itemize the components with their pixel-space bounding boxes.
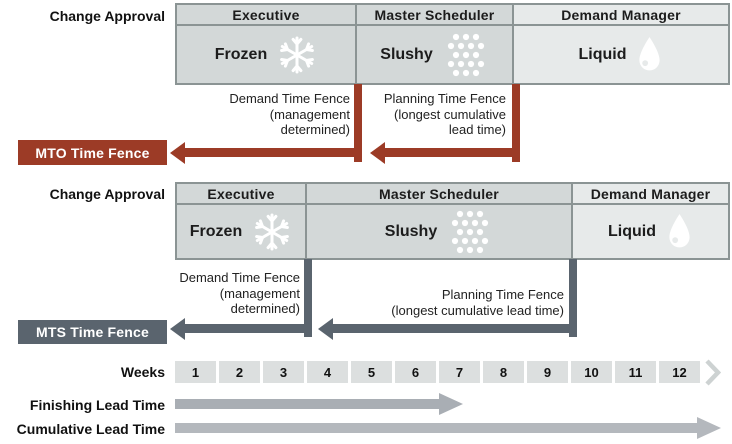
annotation-line: (management bbox=[269, 106, 350, 122]
mto-header-demand-manager: Demand Manager bbox=[512, 3, 730, 26]
mts-header-demand-manager: Demand Manager bbox=[571, 182, 730, 205]
weeks-label: Weeks bbox=[120, 364, 165, 380]
mto-header-executive: Executive bbox=[175, 3, 357, 26]
snowflake-icon bbox=[280, 36, 315, 73]
annotation-line: determined) bbox=[230, 301, 300, 316]
mts-zone-slushy-label: Slushy bbox=[384, 222, 438, 240]
cumulative-lead-time-label: Cumulative Lead Time bbox=[16, 421, 165, 437]
mts-planning-fence-line bbox=[569, 259, 577, 337]
mts-demand-fence-line bbox=[304, 259, 312, 337]
week-cell: 12 bbox=[659, 361, 700, 383]
cumulative-lead-time-arrow bbox=[175, 423, 697, 433]
mto-planning-fence-line bbox=[512, 84, 520, 162]
mto-zone-slushy-label: Slushy bbox=[380, 45, 433, 63]
mts-planning-fence-arrowhead-icon bbox=[318, 318, 333, 340]
mto-header-master-scheduler-label: Master Scheduler bbox=[374, 6, 495, 23]
mts-change-approval-label: Change Approval bbox=[49, 186, 165, 202]
mts-planning-fence-annotation: Planning Time Fence (longest cumulative … bbox=[264, 287, 564, 318]
mts-time-fence-label: MTS Time Fence bbox=[35, 324, 150, 340]
finishing-lead-time-arrowhead-icon bbox=[439, 393, 463, 415]
mts-demand-fence-annotation: Demand Time Fence (management determined… bbox=[100, 270, 300, 317]
mto-time-fence-badge: MTO Time Fence bbox=[18, 140, 167, 165]
annotation-line: (longest cumulative lead time) bbox=[391, 302, 564, 318]
week-cell: 7 bbox=[439, 361, 480, 383]
mts-header-master-scheduler-label: Master Scheduler bbox=[379, 185, 499, 202]
week-cell: 8 bbox=[483, 361, 524, 383]
chevron-right-icon bbox=[705, 359, 721, 386]
mts-zone-slushy: Slushy bbox=[305, 203, 573, 260]
week-cell: 3 bbox=[263, 361, 304, 383]
mts-demand-fence-arrow bbox=[184, 324, 304, 333]
mto-zone-liquid: Liquid bbox=[512, 24, 730, 85]
finishing-lead-time-arrow bbox=[175, 399, 439, 409]
mts-time-fence-badge: MTS Time Fence bbox=[18, 320, 167, 344]
week-cell: 11 bbox=[615, 361, 656, 383]
mto-zone-frozen: Frozen bbox=[175, 24, 357, 85]
mto-change-approval-label: Change Approval bbox=[49, 8, 165, 24]
mto-header-demand-manager-label: Demand Manager bbox=[561, 6, 681, 23]
annotation-line: (management bbox=[219, 285, 300, 301]
week-cell: 10 bbox=[571, 361, 612, 383]
mto-demand-fence-arrowhead-icon bbox=[170, 142, 185, 164]
droplet-icon bbox=[669, 214, 690, 248]
snowflake-icon bbox=[255, 213, 290, 250]
finishing-lead-time-label: Finishing Lead Time bbox=[29, 397, 165, 413]
annotation-line: determined) bbox=[280, 122, 350, 137]
mts-header-executive: Executive bbox=[175, 182, 307, 205]
mto-demand-fence-arrow bbox=[184, 148, 354, 157]
annotation-line: Demand Time Fence bbox=[179, 270, 300, 285]
mto-planning-fence-arrow bbox=[384, 148, 512, 157]
mto-zone-frozen-label: Frozen bbox=[214, 45, 268, 63]
annotation-line: Demand Time Fence bbox=[229, 91, 350, 106]
annotation-line: Planning Time Fence bbox=[441, 287, 564, 302]
droplet-icon bbox=[639, 37, 661, 71]
mts-header-master-scheduler: Master Scheduler bbox=[305, 182, 573, 205]
mto-zone-liquid-label: Liquid bbox=[578, 45, 627, 63]
annotation-line: (longest cumulative bbox=[394, 106, 506, 122]
week-cell: 5 bbox=[351, 361, 392, 383]
slush-dots-icon bbox=[452, 210, 489, 253]
mto-planning-fence-arrowhead-icon bbox=[370, 142, 385, 164]
week-cell: 9 bbox=[527, 361, 568, 383]
mts-zone-liquid-label: Liquid bbox=[608, 222, 656, 240]
week-cell: 6 bbox=[395, 361, 436, 383]
mts-zone-liquid: Liquid bbox=[571, 203, 730, 260]
cumulative-lead-time-arrowhead-icon bbox=[697, 417, 721, 439]
annotation-line: Planning Time Fence bbox=[383, 91, 506, 106]
week-cell: 4 bbox=[307, 361, 348, 383]
mts-zone-frozen-label: Frozen bbox=[189, 222, 243, 240]
week-cell: 1 bbox=[175, 361, 216, 383]
annotation-line: lead time) bbox=[448, 122, 506, 137]
mto-header-executive-label: Executive bbox=[232, 6, 300, 23]
mto-demand-fence-annotation: Demand Time Fence (management determined… bbox=[150, 91, 350, 138]
mts-zone-frozen: Frozen bbox=[175, 203, 307, 260]
week-cell: 2 bbox=[219, 361, 260, 383]
mto-planning-fence-annotation: Planning Time Fence (longest cumulative … bbox=[306, 91, 506, 138]
mto-header-master-scheduler: Master Scheduler bbox=[355, 3, 514, 26]
mts-planning-fence-arrow bbox=[332, 324, 569, 333]
mts-demand-fence-arrowhead-icon bbox=[170, 318, 185, 340]
slush-dots-icon bbox=[447, 33, 484, 76]
mto-demand-fence-line bbox=[354, 84, 362, 162]
mts-header-demand-manager-label: Demand Manager bbox=[590, 185, 711, 202]
mto-zone-slushy: Slushy bbox=[355, 24, 514, 85]
mto-time-fence-label: MTO Time Fence bbox=[35, 144, 150, 161]
mts-header-executive-label: Executive bbox=[207, 185, 275, 202]
